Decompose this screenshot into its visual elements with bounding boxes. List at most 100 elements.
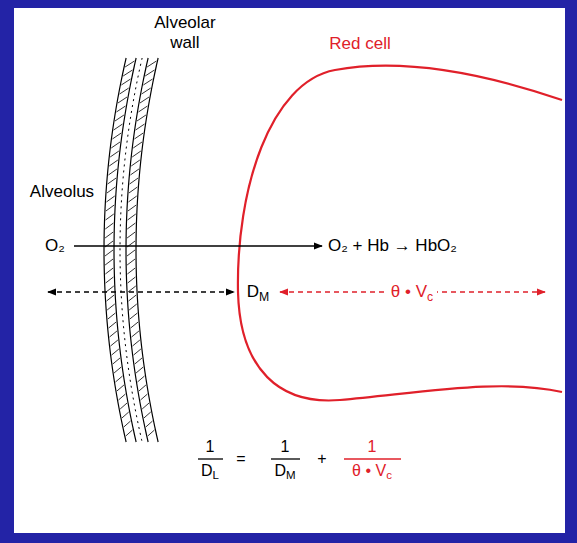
wall-hatch: [125, 61, 134, 67]
wall-hatch: [111, 340, 118, 346]
wall-hatch: [130, 313, 138, 319]
wall-hatch: [114, 367, 121, 373]
wall-hatch: [107, 304, 115, 310]
wall-layer-line: [114, 58, 136, 442]
wall-hatch: [133, 340, 140, 346]
wall-hatch: [143, 79, 152, 85]
wall-hatch: [142, 88, 151, 94]
membrane-span-arrow: [48, 291, 234, 293]
wall-hatch: [128, 286, 136, 292]
wall-hatch: [131, 322, 138, 328]
wall-hatch: [124, 421, 131, 427]
wall-hatch: [127, 268, 135, 274]
wall-hatch: [137, 115, 146, 121]
wall-hatch: [140, 97, 149, 103]
wall-hatch: [147, 61, 156, 67]
wall-hatch: [115, 115, 124, 121]
wall-hatch: [105, 259, 113, 265]
equation-operator: +: [317, 450, 326, 468]
wall-hatch: [119, 394, 126, 400]
wall-hatch: [107, 295, 115, 301]
oxygen-arrow: [74, 245, 322, 247]
wall-hatch: [133, 142, 142, 148]
wall-hatch: [136, 367, 143, 373]
wall-hatch: [105, 268, 113, 274]
wall-hatch: [107, 187, 115, 193]
fraction-bar: [344, 458, 401, 459]
wall-hatch: [120, 403, 127, 409]
wall-hatch: [127, 232, 135, 238]
fraction-bar: [271, 458, 300, 459]
wall-hatch: [109, 160, 118, 166]
region-label: Alveolus: [30, 182, 94, 202]
wall-hatch: [127, 250, 135, 256]
wall-hatch: [123, 70, 132, 76]
wall-hatch: [115, 376, 122, 382]
wall-hatch: [135, 358, 142, 364]
alveolar-wall: [104, 58, 158, 442]
wall-hatch: [114, 124, 123, 130]
wall-hatch: [120, 88, 129, 94]
wall-hatch: [116, 106, 125, 112]
red-cell-outline: [238, 66, 562, 401]
fraction-bar: [198, 458, 223, 459]
wall-hatch: [139, 385, 146, 391]
wall-hatch: [106, 196, 114, 202]
membrane-symbol: DM: [247, 282, 269, 302]
wall-hatch: [127, 223, 135, 229]
wall-hatch: [110, 151, 119, 157]
structure-label: Alveolar wall: [142, 13, 228, 52]
equation-term: 1: [206, 438, 215, 456]
wall-hatch: [141, 394, 148, 400]
wall-hatch: [130, 178, 138, 184]
equation-term: DL: [201, 462, 219, 480]
equation-term: DM: [274, 462, 295, 480]
wall-hatch: [130, 169, 139, 175]
wall-layer-line: [126, 58, 148, 442]
wall-hatch: [145, 70, 154, 76]
wall-hatch: [134, 349, 141, 355]
wall-hatch: [136, 124, 145, 130]
wall-hatch: [121, 79, 130, 85]
wall-hatch: [126, 430, 133, 436]
wall-hatch: [118, 97, 127, 103]
wall-hatch: [108, 313, 116, 319]
wall-hatch: [111, 142, 120, 148]
reaction-equation: O₂ + Hb → HbO₂: [328, 236, 457, 256]
wall-hatch: [132, 331, 139, 337]
wall-hatch: [105, 232, 113, 238]
wall-hatch: [127, 259, 135, 265]
wall-hatch: [106, 214, 114, 220]
wall-hatch: [117, 385, 124, 391]
wall-hatch: [129, 187, 137, 193]
wall-hatch: [144, 412, 151, 418]
wall-hatch: [148, 430, 155, 436]
wall-hatch: [110, 331, 117, 337]
wall-layer-line: [104, 58, 126, 442]
wall-hatch: [132, 151, 141, 157]
wall-hatch: [108, 178, 116, 184]
wall-layer-line: [136, 58, 158, 442]
wall-hatch: [106, 277, 114, 283]
equation-operator: =: [236, 450, 245, 468]
wall-hatch: [131, 160, 140, 166]
wall-hatch: [128, 205, 136, 211]
gas-label: O₂: [45, 236, 65, 256]
equation-term: 1: [281, 438, 290, 456]
wall-hatch: [142, 403, 149, 409]
wall-hatch: [138, 106, 147, 112]
wall-hatch: [134, 133, 143, 139]
wall-hatch: [113, 358, 120, 364]
wall-hatch: [106, 286, 114, 292]
wall-hatch: [137, 376, 144, 382]
wall-hatch: [108, 169, 117, 175]
wall-hatch: [146, 421, 153, 427]
reaction-symbol: θ • Vc: [387, 282, 437, 302]
wall-hatch: [106, 205, 114, 211]
wall-hatch: [128, 196, 136, 202]
wall-hatch: [128, 277, 136, 283]
wall-hatch: [122, 412, 129, 418]
